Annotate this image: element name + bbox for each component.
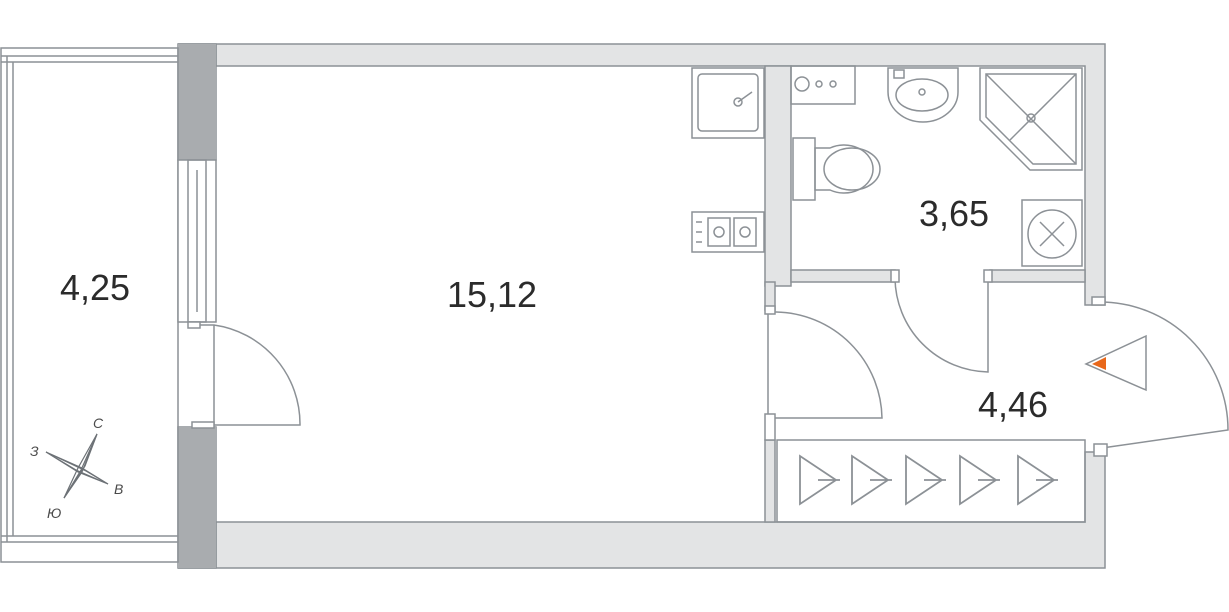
counter-icon [790,65,856,105]
columns [178,44,216,568]
sink-icon [691,67,765,139]
balcony [0,47,179,563]
hanger-icon [905,454,946,506]
compass-south: Ю [47,505,61,521]
wall-interior-vertical [764,65,792,287]
balcony-area: 4,25 [60,267,130,308]
wardrobe [776,439,1086,523]
wall-bath-bottom-right [989,269,1086,283]
compass-rose-icon [45,433,109,499]
compass-east: В [114,481,123,497]
room-door [767,311,883,419]
bathroom-door [894,277,989,373]
hanger-icon [959,454,1000,506]
compass-west: З [30,443,39,459]
bathroom [790,65,1083,267]
washbasin-icon [887,67,959,123]
wall-bottom [178,451,1106,569]
wall-interior-lower [764,439,776,523]
toilet-icon [792,137,881,201]
washing-machine-icon [1021,199,1083,267]
doors [187,269,1229,457]
wall-bath-bottom [790,269,896,283]
hanger-icon [799,454,840,506]
column-bottom [178,427,216,568]
bathroom-area: 3,65 [919,193,989,234]
entrance-door [1099,301,1229,449]
hallway-area: 4,46 [978,384,1048,425]
compass-north: С [93,415,104,431]
window [177,159,217,323]
hanger-icon [1017,454,1058,506]
stove-icon [691,211,765,253]
entrance-arrow-icon [1084,334,1147,392]
balcony-door [190,324,301,426]
shower-icon [979,67,1083,171]
hangers [799,454,1058,506]
living-area: 15,12 [447,274,537,315]
hanger-icon [851,454,892,506]
wall-top [178,43,1106,306]
walls [177,43,1106,569]
column-top [178,44,216,160]
kitchen [691,67,765,253]
